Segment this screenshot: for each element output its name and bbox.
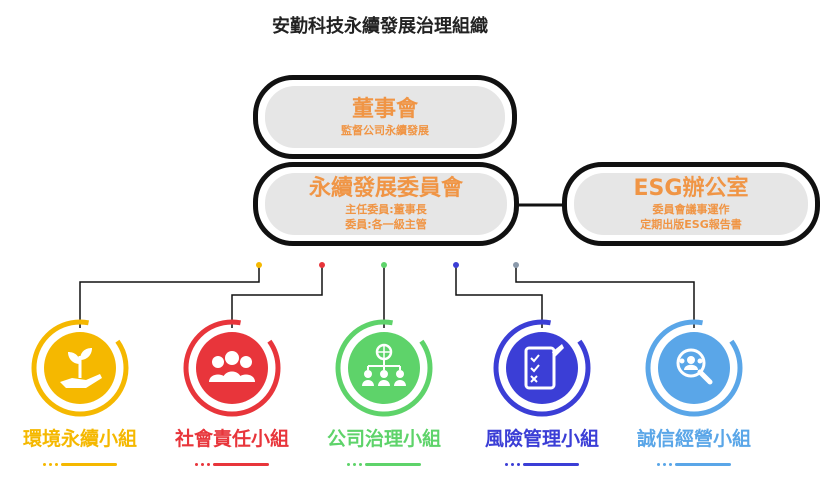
dot-governance: [381, 262, 387, 268]
group-label: 社會責任小組: [174, 428, 289, 450]
plant-in-hand-icon: [31, 319, 129, 417]
group-environment: 環境永續小組: [5, 318, 155, 466]
board-box: 董事會 監督公司永續發展: [253, 75, 517, 159]
group-underline: [467, 463, 617, 466]
committee-line1: 主任委員:董事長: [345, 203, 427, 216]
group-label: 風險管理小組: [484, 428, 599, 450]
group-governance: 公司治理小組: [309, 318, 459, 466]
group-label: 公司治理小組: [326, 428, 441, 450]
people-search-icon: [645, 319, 743, 417]
esg-office-title: ESG辦公室: [633, 176, 749, 201]
connector-environment: [79, 265, 260, 328]
dot-integrity: [513, 262, 519, 268]
group-underline: [619, 463, 769, 466]
group-underline: [309, 463, 459, 466]
board-title: 董事會: [351, 96, 418, 122]
group-integrity: 誠信經營小組: [619, 318, 769, 466]
group-underline: [5, 463, 155, 466]
group-underline: [157, 463, 307, 466]
board-subtitle: 監督公司永續發展: [341, 123, 429, 137]
esg-office-line2: 定期出版ESG報告書: [640, 218, 742, 231]
checklist-icon: [493, 319, 591, 417]
dot-risk: [453, 262, 459, 268]
connector-social: [231, 265, 323, 328]
dot-social: [319, 262, 325, 268]
esg-office-line1: 委員會議事運作: [652, 203, 730, 216]
group-label: 環境永續小組: [22, 428, 137, 450]
esg-office-box: ESG辦公室 委員會議事運作 定期出版ESG報告書: [562, 162, 820, 246]
committee-line2: 委員:各一級主管: [345, 218, 427, 231]
group-risk: 風險管理小組: [467, 318, 617, 466]
committee-box: 永續發展委員會 主任委員:董事長 委員:各一級主管: [253, 162, 519, 246]
committee-title: 永續發展委員會: [308, 176, 463, 201]
connector-integrity: [515, 265, 695, 328]
group-label: 誠信經營小組: [636, 428, 751, 450]
dot-environment: [256, 262, 262, 268]
connector-risk: [455, 265, 543, 328]
diagram-title: 安勤科技永續發展治理組織: [272, 16, 488, 37]
group-social: 社會責任小組: [157, 318, 307, 466]
org-network-icon: [335, 319, 433, 417]
people-group-icon: [183, 319, 281, 417]
